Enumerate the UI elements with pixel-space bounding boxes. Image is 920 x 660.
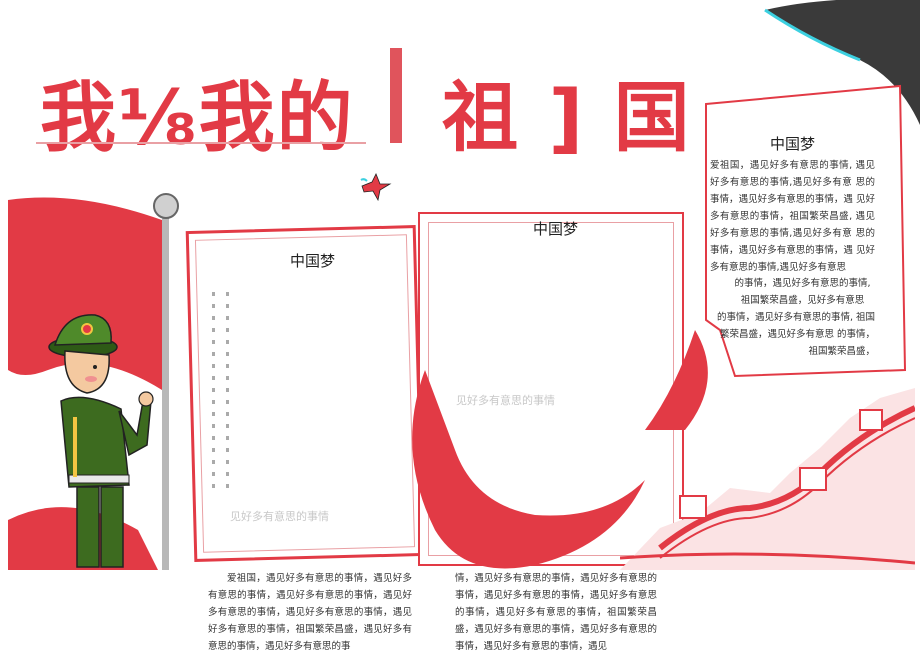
left-panel-text-column xyxy=(226,292,229,492)
title-underline xyxy=(36,142,366,144)
left-panel-text-column xyxy=(212,292,215,492)
title-divider-bar xyxy=(390,48,402,143)
page-title-part1: 我⅛我的 xyxy=(40,73,355,162)
page-title-part2: 祖 ] 国 xyxy=(442,73,692,162)
right-panel-text-2: 的事情，遇见好多有意思的事情, 祖国繁荣昌盛，见好多有意思 xyxy=(734,278,871,306)
center-panel-heading: 中国梦 xyxy=(533,220,579,238)
bottom-right-text: 情，遇见好多有意思的事情，遇见好多有意思的事情，遇见好多有意思的事情，遇见好多有… xyxy=(455,573,657,652)
center-panel-faded-text: 见好多有意思的事情 xyxy=(456,394,555,407)
bottom-left-text: 爱祖国，遇见好多有意思的事情，遇见好多有意思的事情，遇见好多有意思的事情，遇见好… xyxy=(208,573,412,652)
soldier-illustration xyxy=(48,314,154,568)
right-panel-text: 爱祖国，遇见好多有意思的事情, 遇见好多有意思的事情,遇见好多有意 思的事情，遇… xyxy=(710,160,875,273)
dove-icon xyxy=(360,173,392,202)
right-panel-text-3: 的事情，遇见好多有意思的事情, 祖国繁荣昌盛，遇见好多有意思 的事情，祖国繁荣昌… xyxy=(716,312,875,357)
ribbon-decoration xyxy=(412,330,708,569)
left-panel-heading: 中国梦 xyxy=(290,252,336,270)
right-panel-heading: 中国梦 xyxy=(770,135,816,153)
dark-corner-decoration xyxy=(764,0,920,125)
left-panel-faded-text: 见好多有意思的事情 xyxy=(230,510,329,523)
great-wall-illustration xyxy=(620,388,915,570)
right-panel xyxy=(705,84,907,378)
